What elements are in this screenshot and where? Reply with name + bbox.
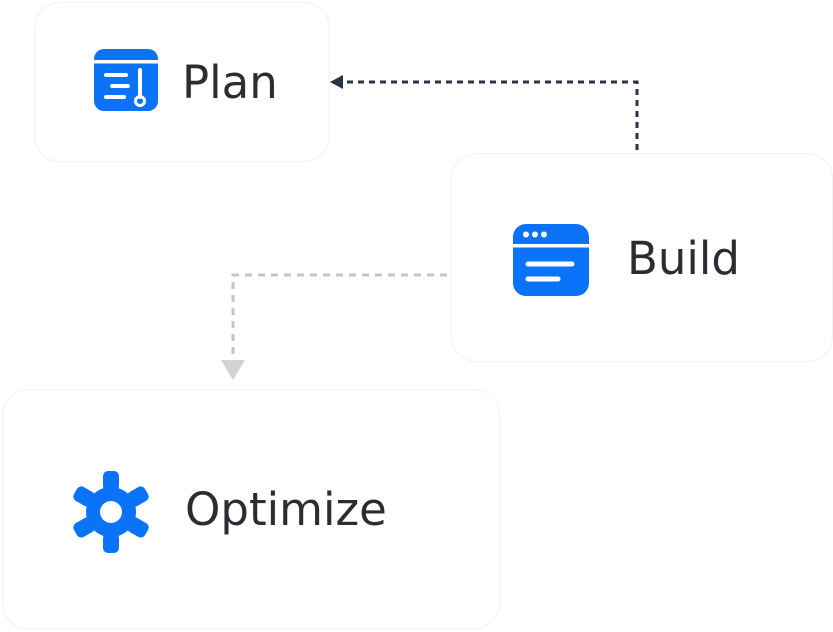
browser-window-icon bbox=[513, 224, 589, 296]
plan-label: Plan bbox=[182, 56, 278, 109]
gear-icon bbox=[73, 471, 149, 553]
connector-build-to-plan bbox=[342, 80, 639, 150]
arrowhead-plan bbox=[330, 75, 343, 89]
build-label: Build bbox=[627, 232, 740, 285]
optimize-label: Optimize bbox=[185, 483, 387, 536]
plan-card[interactable] bbox=[34, 2, 330, 162]
roadmap-icon bbox=[94, 49, 158, 111]
optimize-card[interactable] bbox=[2, 389, 500, 629]
arrowhead-optimize bbox=[221, 360, 245, 380]
connector-build-to-optimize bbox=[231, 273, 447, 362]
